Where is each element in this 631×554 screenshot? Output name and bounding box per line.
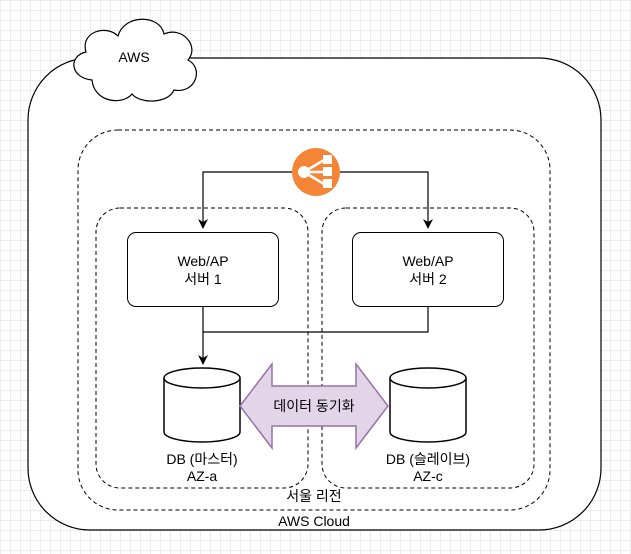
aws-cloud-container bbox=[27, 57, 602, 531]
az-c-label: AZ-c bbox=[413, 468, 443, 484]
connector-lb-server-1 bbox=[198, 171, 292, 229]
db-master-cylinder bbox=[163, 367, 241, 443]
connector-server-2-db bbox=[203, 306, 429, 333]
data-sync-arrow bbox=[239, 361, 389, 451]
server-1-line2: 서버 1 bbox=[184, 270, 222, 287]
server-2-line2: 서버 2 bbox=[409, 270, 447, 287]
db-master-label: DB (마스터) bbox=[166, 451, 238, 467]
aws-cloud-label: AWS Cloud bbox=[278, 513, 350, 529]
server-1-line1: Web/AP bbox=[177, 252, 229, 269]
aws-cloud-shape bbox=[73, 18, 197, 102]
data-sync-label: 데이터 동기화 bbox=[273, 398, 355, 414]
seoul-region-container bbox=[77, 129, 551, 511]
server-2-line1: Web/AP bbox=[402, 252, 454, 269]
web-ap-server-2: Web/AP 서버 2 bbox=[352, 232, 504, 307]
elastic-load-balancer-icon bbox=[292, 148, 340, 196]
az-a-label: AZ-a bbox=[186, 468, 218, 484]
az-c-container bbox=[321, 207, 535, 489]
aws-cloud-tag-label: AWS bbox=[118, 49, 150, 65]
db-slave-cylinder bbox=[389, 367, 467, 443]
az-a-container bbox=[95, 207, 309, 489]
web-ap-server-1: Web/AP 서버 1 bbox=[127, 232, 279, 307]
db-slave-label: DB (슬레이브) bbox=[385, 451, 471, 467]
region-label: 서울 리전 bbox=[286, 488, 342, 504]
connector-lb-server-2 bbox=[340, 171, 433, 229]
